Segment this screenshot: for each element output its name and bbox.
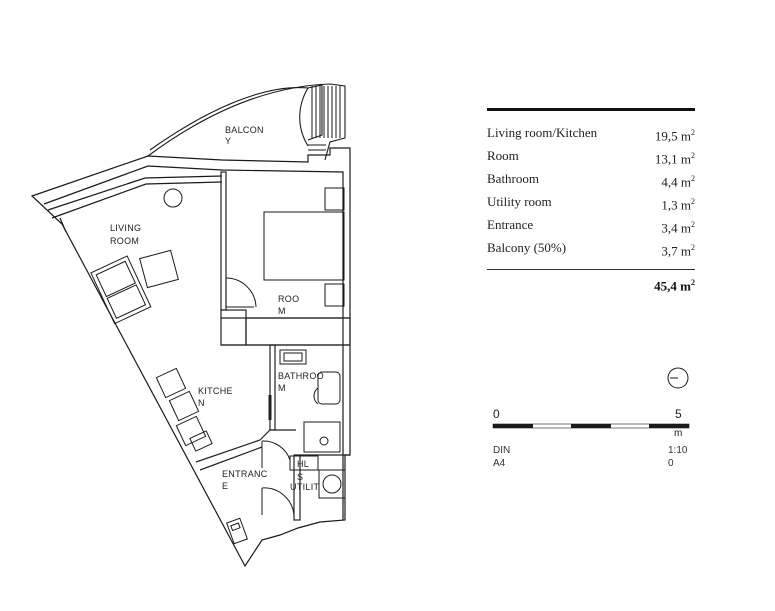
total-area: 45,4 m2 — [654, 277, 695, 293]
label-room-1: ROO — [278, 294, 299, 304]
area-name: Room — [487, 147, 519, 163]
interior-walls — [195, 171, 351, 521]
legend-bottom-rule — [487, 268, 695, 270]
washer — [318, 469, 346, 499]
nightstand-bottom — [324, 283, 345, 307]
area-row: Utility room 1,3 m2 — [487, 192, 695, 215]
label-kitchen-1: KITCHE — [198, 386, 233, 396]
label-bathroom-1: BATHROO — [278, 371, 324, 381]
nightstand-top — [324, 187, 345, 211]
armchair — [139, 249, 179, 289]
area-list: Living room/Kitchen 19,5 m2 Room 13,1 m2… — [487, 123, 695, 261]
bathroom-furniture — [261, 349, 341, 468]
area-row: Entrance 3,4 m2 — [487, 215, 695, 238]
area-value: 3,7 m2 — [661, 242, 695, 258]
label-entrance-1: ENTRANC — [222, 469, 268, 479]
label-entrance-2: E — [222, 481, 228, 491]
shower — [303, 421, 341, 453]
label-kitchen-2: N — [198, 398, 205, 408]
hl-cabinet — [289, 455, 319, 471]
area-value: 3,4 m2 — [661, 219, 695, 236]
utility-fixtures — [289, 455, 346, 499]
area-name: Balcony (50%) — [487, 239, 567, 255]
balcony-outline — [147, 83, 346, 161]
label-utility-1: S — [297, 472, 303, 482]
area-row: Room 13,1 m2 — [487, 146, 695, 169]
area-row: Bathroom 4,4 m2 — [487, 169, 695, 192]
label-balcony-1: BALCON — [225, 125, 264, 135]
area-name: Entrance — [487, 216, 534, 232]
meta-a4: A4 — [493, 458, 506, 469]
legend-top-rule — [487, 108, 695, 111]
label-living-1: LIVING — [110, 223, 141, 233]
entrance-fixtures — [226, 487, 295, 545]
label-living-2: ROOM — [110, 236, 139, 246]
area-row: Balcony (50%) 3,7 m2 — [487, 238, 695, 261]
area-name: Living room/Kitchen — [487, 125, 598, 140]
living-furniture — [90, 188, 213, 452]
area-value: 4,4 m2 — [661, 173, 695, 190]
area-value: 13,1 m2 — [654, 150, 695, 167]
area-row: Living room/Kitchen 19,5 m2 — [487, 123, 695, 146]
room-furniture — [225, 187, 345, 308]
area-name: Utility room — [487, 193, 552, 209]
sofa — [90, 255, 152, 325]
meta-din: DIN — [493, 445, 511, 456]
label-balcony-2: Y — [225, 136, 231, 146]
meta-ratio-suffix: 0 — [668, 458, 674, 469]
scale-unit-label: m — [674, 428, 683, 439]
label-utility-2: UTILIT — [290, 482, 320, 492]
scale-bar — [492, 423, 690, 429]
balcony-railing — [308, 86, 341, 156]
meta-ratio: 1:10 — [668, 445, 688, 456]
room-labels: BALCON Y LIVING ROOM ROO M KITCHE N BATH… — [110, 125, 324, 492]
scale-end-label: 5 — [675, 407, 682, 421]
north-arrow — [667, 367, 689, 389]
label-room-2: M — [278, 306, 286, 316]
bed — [263, 211, 345, 281]
label-hl: HL — [297, 459, 309, 469]
scale-start-label: 0 — [493, 407, 500, 421]
label-bathroom-2: M — [278, 383, 286, 393]
sink — [279, 349, 307, 365]
chair — [155, 367, 187, 399]
area-value: 19,5 m2 — [654, 128, 695, 144]
area-legend: Living room/Kitchen 19,5 m2 Room 13,1 m2… — [487, 108, 695, 294]
area-value: 1,3 m2 — [661, 196, 695, 213]
area-name: Bathroom — [487, 170, 539, 186]
lamp — [163, 188, 183, 208]
